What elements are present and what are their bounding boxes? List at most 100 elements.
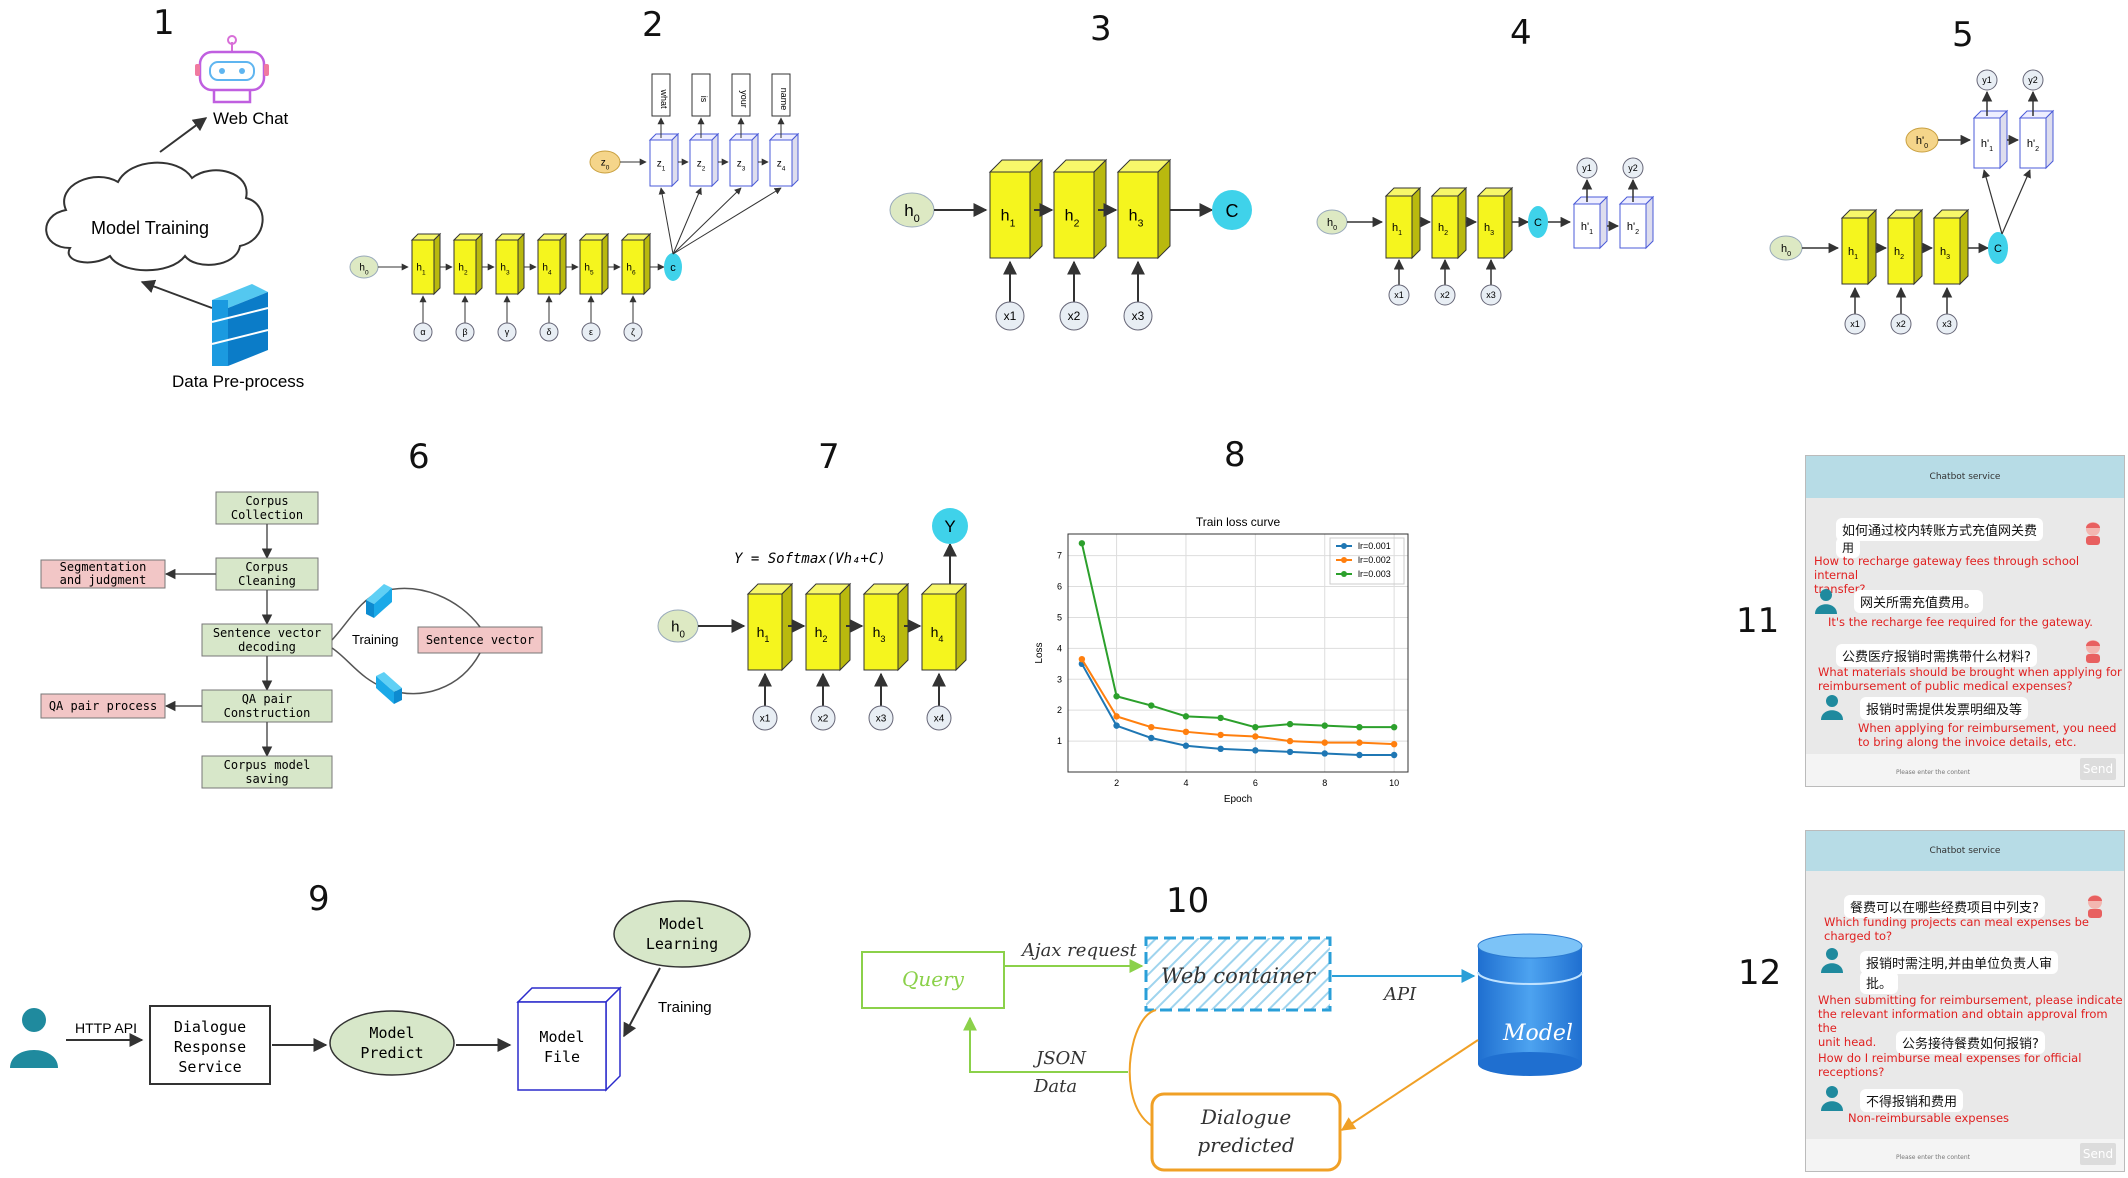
json-label: JSON [1032,1048,1087,1069]
chat-message-bot: 公务接待餐费如何报销? [1896,1031,2045,1054]
panel-1: 1 Web Chat Model Training Data Pre-proce [45,3,304,391]
rnn-cell [1385,195,1413,259]
chart-legend-label: lr=0.003 [1358,569,1391,579]
chart-point [1390,740,1398,748]
vector-block-icon [366,584,392,618]
chat-window-12: Chatbot service 餐费可以在哪些经费项目中列支? Which fu… [1805,830,2125,1172]
message-en-cont: charged to? [1824,929,1893,943]
decoder-cell-label: z4 [777,159,786,173]
message-en-cont: unit head. [1818,1035,1877,1049]
api-label: API [1382,984,1417,1005]
chart-point [1148,723,1155,731]
input-node-label: x3 [1132,309,1145,323]
chart-point [1286,737,1294,745]
input-node [1844,313,1866,335]
decoder-cell [689,139,713,187]
decoder-cell-label: z3 [737,159,746,173]
panel-9: 9 HTTP API Dialogue Response Service Mod… [10,879,751,1092]
input-node [1388,284,1410,306]
message-en: How do I reimburse meal expenses for off… [1818,1051,2082,1065]
decoder-cell [769,139,793,187]
attention-line [2001,169,2031,235]
chat-input[interactable]: Please enter the content [1896,769,1971,776]
chart-y-tick: 1 [1057,736,1062,746]
rnn-cell-side [1411,186,1421,260]
user-avatar-icon [1820,1085,1844,1111]
rnn-cell [1887,217,1915,285]
input-node [752,705,778,731]
chart-y-tick: 2 [1057,705,1062,715]
send-button[interactable]: Send [2080,758,2116,780]
chart-point [1182,728,1190,736]
rnn-cell-label: h1 [1848,246,1858,261]
chat-message-user-cont: 批。 [1860,971,1899,994]
chat-input[interactable]: Please enter the content [1896,1154,1971,1161]
panel-number-10: 10 [1166,881,1209,921]
rnn-cell-side [559,232,567,296]
rnn-cell-side [475,232,483,296]
chart-plot-frame [1067,533,1409,773]
chart-point [1252,723,1259,731]
chart-point [1286,748,1294,756]
model-learning-line1: Model [659,915,704,933]
user-avatar-icon [1820,947,1844,973]
input-node-label: x3 [876,714,887,725]
input-node [1434,284,1456,306]
input-node-label: x1 [760,714,771,725]
chart-legend-label: lr=0.002 [1358,555,1391,565]
bot-avatar-icon [2084,893,2106,919]
qa-construction-line1: QA pair [242,692,293,706]
decoder-cell [2019,117,2047,169]
chart-point [1217,731,1224,739]
chat-message-user: 不得报销和费用 [1860,1089,1964,1112]
input-node-label: x2 [1068,309,1081,323]
input-node-label: γ [505,327,510,337]
rnn-cell [1933,217,1961,285]
panel-number-6: 6 [408,437,430,477]
model-file-line1: Model [539,1028,584,1046]
chart-series-line [1080,543,1395,729]
chart-point [1182,742,1190,749]
input-node [868,705,894,731]
chart-x-tick: 10 [1389,778,1399,788]
rnn-cell [495,239,519,295]
output-word: name [779,88,789,111]
chart-legend-label: lr=0.001 [1358,541,1391,551]
model-saving-line1: Corpus model [224,758,311,772]
output-y-node [932,508,968,544]
send-button[interactable]: Send [2080,1143,2116,1165]
context-node [664,253,682,281]
input-node [1480,284,1502,306]
context-node-label: C [1226,201,1239,221]
decoder-cell-side [791,132,799,188]
context-node-label: C [1534,217,1542,229]
input-node [455,322,475,342]
h0-node-label: h0 [1781,243,1791,258]
rnn-cell [453,239,477,295]
input-node [995,301,1025,331]
chart-point [1078,655,1086,663]
h0-node-label: h0 [359,263,369,277]
decoder-cell-side [2045,109,2054,170]
chart-series-line [1081,663,1395,756]
dialogue-service-line3: Service [178,1058,241,1076]
vector-block-icon [376,672,402,704]
chart-y-label: Loss [1034,642,1045,663]
decoder-cell-side [1645,195,1654,250]
dialogue-predicted-line2: predicted [1197,1133,1294,1157]
decoder-cell [1619,203,1647,249]
chart-point [1356,723,1363,731]
input-node-label: α [420,327,425,337]
corpus-cleaning-line2: Cleaning [238,574,296,588]
chart-point [1390,751,1398,759]
panel-number-9: 9 [308,879,330,919]
input-node [1622,157,1644,179]
chart-y-tick: 4 [1057,643,1062,653]
rnn-cell-side [1913,208,1923,286]
model-db-label: Model [1502,1021,1573,1046]
chart-point [1390,723,1398,731]
chart-title: Train loss curve [1196,515,1281,529]
dialogue-predicted-line1: Dialogue [1200,1105,1291,1129]
panel-number-1: 1 [153,3,175,43]
rnn-cell-side [601,232,609,296]
